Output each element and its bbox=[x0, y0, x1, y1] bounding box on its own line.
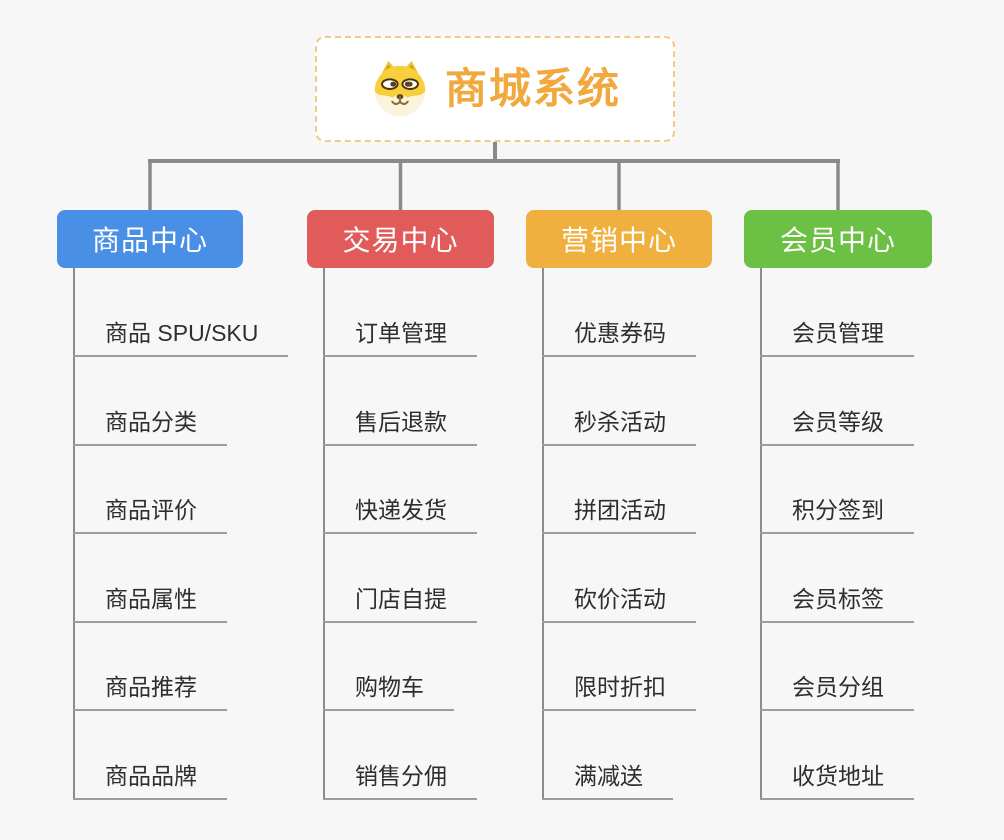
leaf-node-product-center-4[interactable]: 商品推荐 bbox=[73, 669, 227, 711]
leaf-node-marketing-center-4[interactable]: 限时折扣 bbox=[542, 669, 696, 711]
leaf-label: 商品属性 bbox=[105, 586, 197, 612]
branch-header-product-center[interactable]: 商品中心 bbox=[57, 210, 243, 268]
leaf-node-marketing-center-3[interactable]: 砍价活动 bbox=[542, 581, 696, 623]
leaf-label: 会员分组 bbox=[792, 674, 884, 700]
leaf-node-product-center-2[interactable]: 商品评价 bbox=[73, 492, 227, 534]
leaf-node-member-center-1[interactable]: 会员等级 bbox=[760, 404, 914, 446]
leaf-label: 商品 SPU/SKU bbox=[105, 320, 259, 346]
branch-header-trade-center[interactable]: 交易中心 bbox=[307, 210, 494, 268]
leaf-label: 优惠券码 bbox=[574, 320, 666, 346]
leaf-label: 限时折扣 bbox=[574, 674, 666, 700]
leaf-node-trade-center-0[interactable]: 订单管理 bbox=[323, 315, 477, 357]
leaf-label: 门店自提 bbox=[355, 586, 447, 612]
leaf-node-trade-center-1[interactable]: 售后退款 bbox=[323, 404, 477, 446]
leaf-label: 秒杀活动 bbox=[574, 409, 666, 435]
branch-label: 会员中心 bbox=[779, 225, 896, 256]
leaf-node-member-center-0[interactable]: 会员管理 bbox=[760, 315, 914, 357]
leaf-label: 商品分类 bbox=[105, 409, 197, 435]
leaf-label: 销售分佣 bbox=[355, 763, 447, 789]
leaf-label: 订单管理 bbox=[355, 320, 447, 346]
leaf-node-product-center-3[interactable]: 商品属性 bbox=[73, 581, 227, 623]
leaf-label: 售后退款 bbox=[355, 409, 447, 435]
leaf-node-product-center-1[interactable]: 商品分类 bbox=[73, 404, 227, 446]
leaf-node-product-center-0[interactable]: 商品 SPU/SKU bbox=[73, 315, 289, 357]
leaf-label: 收货地址 bbox=[792, 763, 884, 789]
leaf-label: 商品品牌 bbox=[105, 763, 197, 789]
leaf-node-member-center-4[interactable]: 会员分组 bbox=[760, 669, 914, 711]
leaf-label: 商品评价 bbox=[105, 497, 197, 523]
leaf-label: 积分签到 bbox=[792, 497, 884, 523]
leaf-label: 快递发货 bbox=[355, 497, 447, 523]
root-title: 商城系统 bbox=[444, 65, 621, 112]
leaf-node-member-center-3[interactable]: 会员标签 bbox=[760, 581, 914, 623]
leaf-node-member-center-2[interactable]: 积分签到 bbox=[760, 492, 914, 534]
leaf-label: 购物车 bbox=[355, 674, 424, 700]
leaf-node-member-center-5[interactable]: 收货地址 bbox=[760, 758, 914, 800]
branch-header-member-center[interactable]: 会员中心 bbox=[744, 210, 932, 268]
leaf-label: 满减送 bbox=[574, 763, 643, 789]
dog-face-icon bbox=[374, 60, 426, 117]
leaf-node-trade-center-3[interactable]: 门店自提 bbox=[323, 581, 477, 623]
branch-label: 营销中心 bbox=[560, 225, 677, 256]
leaf-node-marketing-center-0[interactable]: 优惠券码 bbox=[542, 315, 696, 357]
leaf-node-trade-center-4[interactable]: 购物车 bbox=[323, 669, 454, 711]
branch-label: 交易中心 bbox=[342, 225, 459, 256]
leaf-node-trade-center-2[interactable]: 快递发货 bbox=[323, 492, 477, 534]
leaf-node-trade-center-5[interactable]: 销售分佣 bbox=[323, 758, 477, 800]
leaf-node-marketing-center-2[interactable]: 拼团活动 bbox=[542, 492, 696, 534]
leaf-label: 拼团活动 bbox=[574, 497, 666, 523]
leaf-label: 会员等级 bbox=[792, 409, 884, 435]
leaf-label: 商品推荐 bbox=[105, 674, 197, 700]
root-node[interactable]: 商城系统 bbox=[315, 36, 675, 142]
leaf-label: 会员管理 bbox=[792, 320, 884, 346]
leaf-label: 会员标签 bbox=[792, 586, 884, 612]
leaf-label: 砍价活动 bbox=[574, 586, 666, 612]
branch-label: 商品中心 bbox=[91, 225, 208, 256]
branch-header-marketing-center[interactable]: 营销中心 bbox=[526, 210, 712, 268]
leaf-node-marketing-center-1[interactable]: 秒杀活动 bbox=[542, 404, 696, 446]
leaf-node-marketing-center-5[interactable]: 满减送 bbox=[542, 758, 673, 800]
leaf-node-product-center-5[interactable]: 商品品牌 bbox=[73, 758, 227, 800]
